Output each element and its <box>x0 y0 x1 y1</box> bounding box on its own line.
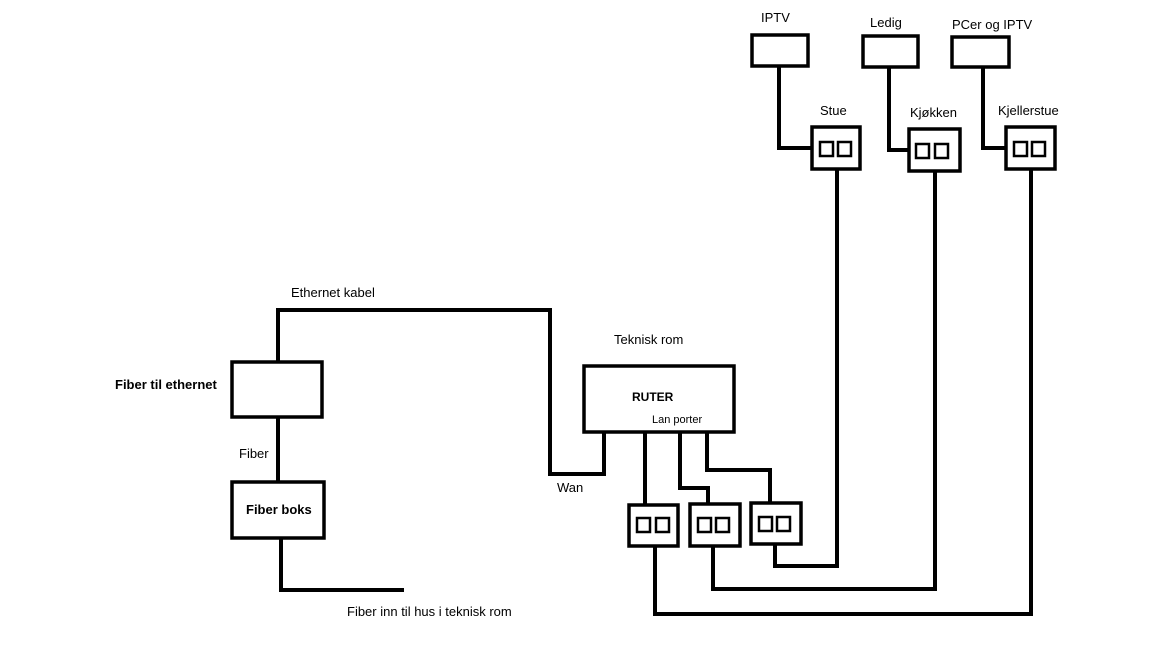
fiber-inn-label: Fiber inn til hus i teknisk rom <box>347 604 512 619</box>
stue-cable <box>773 167 839 568</box>
lan-wire-3 <box>705 430 772 505</box>
ledig-device-box <box>861 34 920 69</box>
fiber-til-ethernet-label: Fiber til ethernet <box>115 377 218 392</box>
pcer-device-cable <box>981 65 1016 150</box>
iptv-label: IPTV <box>761 10 790 25</box>
fiber-label: Fiber <box>239 446 269 461</box>
ethernet-kabel-wire <box>276 308 606 476</box>
kjokken-label: Kjøkken <box>910 105 957 120</box>
lan-wire-2 <box>678 430 710 506</box>
wires <box>276 64 1033 616</box>
ruter-label: RUTER <box>632 390 674 404</box>
iptv-device-box <box>750 33 810 68</box>
kjellerstue-label: Kjellerstue <box>998 103 1059 118</box>
ethernet-kabel-label: Ethernet kabel <box>291 285 375 300</box>
lan-porter-label: Lan porter <box>652 414 702 426</box>
stue-label: Stue <box>820 103 847 118</box>
wan-label: Wan <box>557 480 583 495</box>
fiber-boks-label: Fiber boks <box>246 502 312 517</box>
ledig-device-cable <box>887 65 918 152</box>
kjellerstue-socket <box>1004 125 1057 171</box>
kjellerstue-cable <box>653 167 1033 616</box>
teknisk-socket-1 <box>627 503 680 548</box>
iptv-device-cable <box>777 64 822 150</box>
kjokken-socket <box>907 127 962 173</box>
fiber-inn-wire <box>279 536 404 592</box>
fiber-til-ethernet-box <box>230 360 324 419</box>
fiber-boks-box <box>230 480 326 540</box>
pcer-device-box <box>950 35 1011 69</box>
teknisk-socket-3 <box>749 501 803 546</box>
teknisk-rom-label: Teknisk rom <box>614 332 683 347</box>
ruter-box <box>582 364 736 434</box>
kjokken-cable <box>711 169 937 591</box>
pcer-og-iptv-label: PCer og IPTV <box>952 17 1033 32</box>
ledig-label: Ledig <box>870 15 902 30</box>
stue-socket <box>810 125 862 171</box>
teknisk-socket-2 <box>688 502 742 548</box>
